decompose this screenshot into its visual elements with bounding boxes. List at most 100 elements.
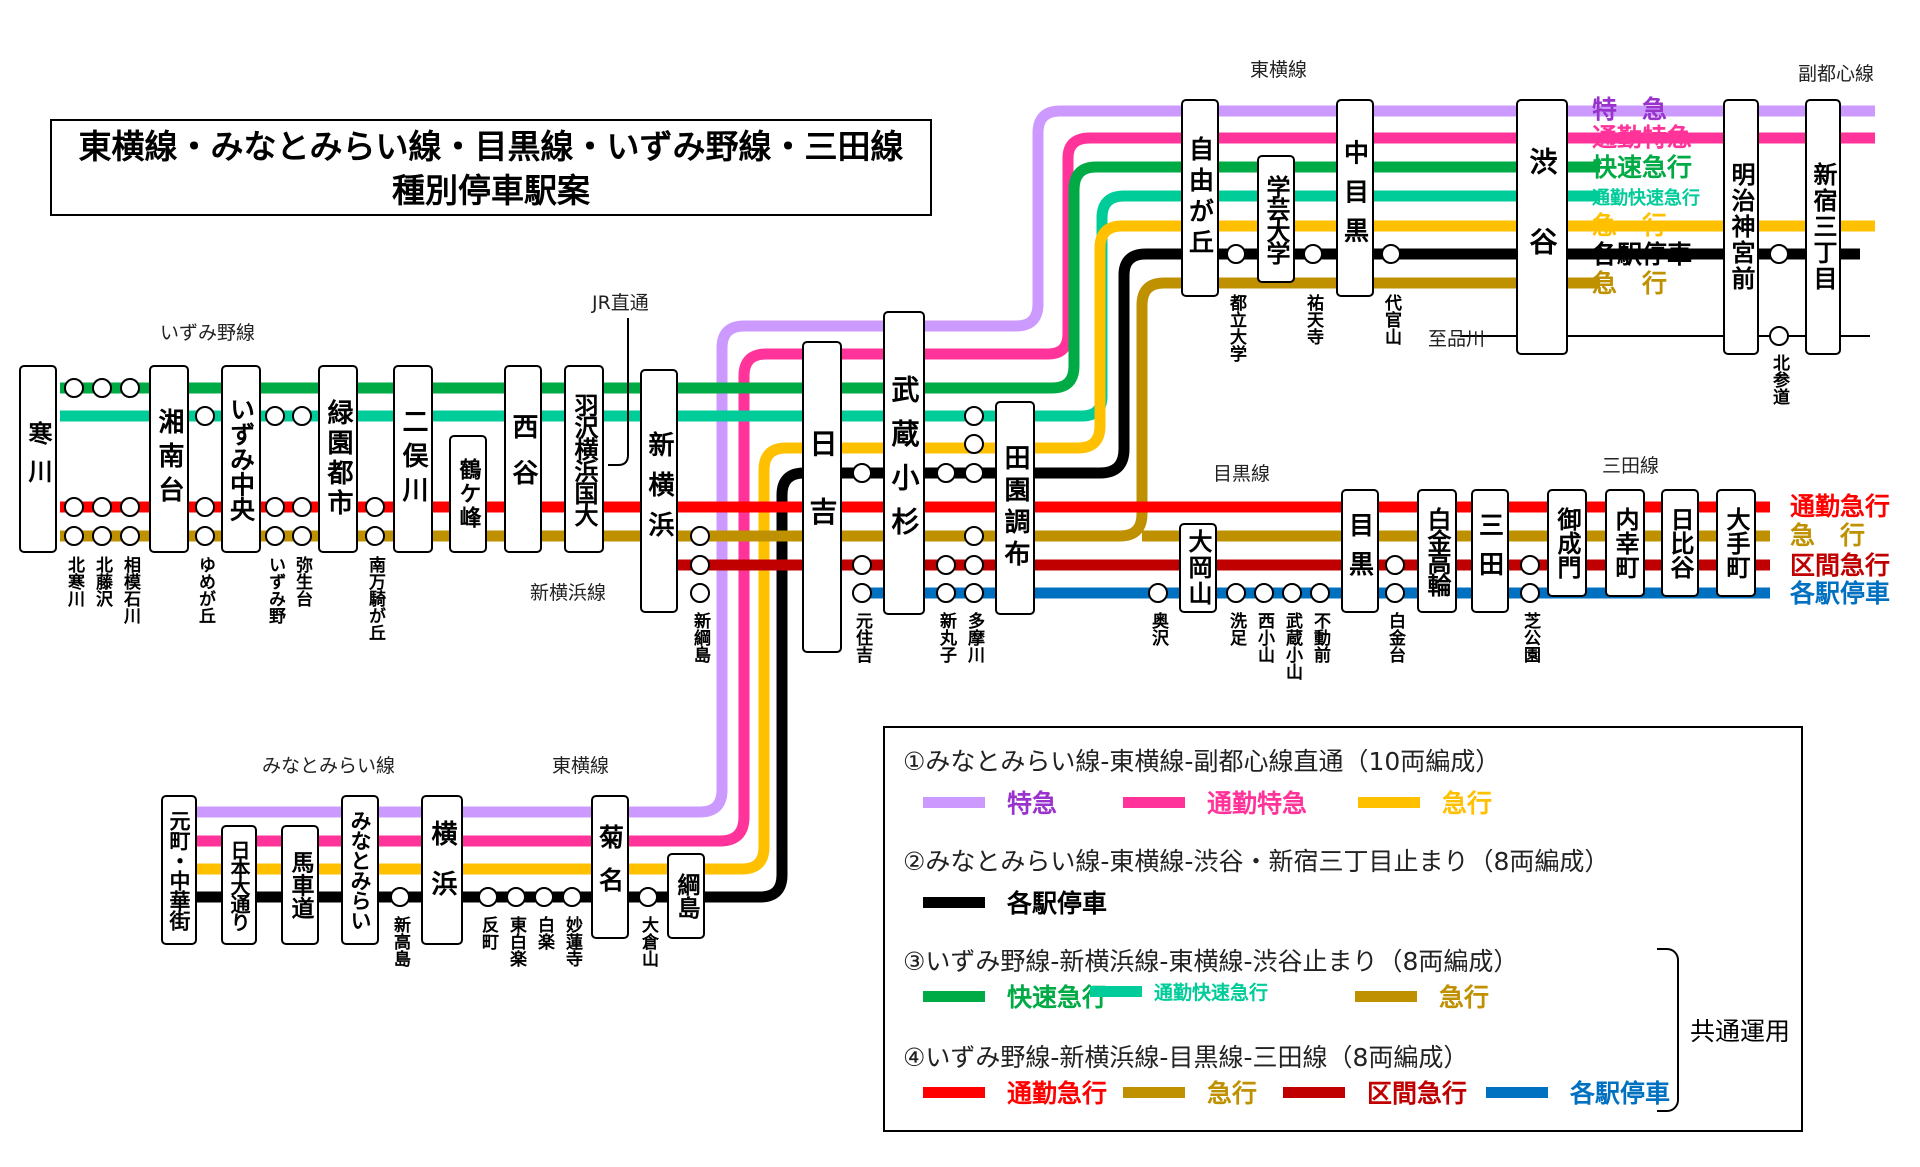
- service-label-local: 各駅停車: [1591, 240, 1692, 269]
- minor-station-name: 妙蓮寺: [562, 915, 583, 967]
- station-name: 新横浜: [644, 430, 674, 551]
- station-name: 緑園都市: [323, 398, 354, 519]
- stop-dot: [964, 434, 984, 454]
- station-name: 内幸町: [1611, 507, 1639, 579]
- minor-station-name: 相模石川: [120, 555, 142, 625]
- legend-item-local-blue: 各駅停車: [1486, 1074, 1670, 1110]
- station-name: いずみ中央: [227, 397, 256, 523]
- service-label-limited-express: 特 急: [1592, 95, 1667, 124]
- stop-dot: [195, 497, 215, 517]
- stop-dot: [390, 887, 410, 907]
- station-name: 綱島: [673, 872, 701, 919]
- station-name: 元町・中華街: [167, 810, 192, 932]
- stop-dot: [1254, 583, 1274, 603]
- station-box: [1716, 489, 1756, 597]
- station-box: [19, 365, 57, 553]
- stop-dot: [64, 378, 84, 398]
- minor-station-name: 代官山: [1381, 293, 1403, 346]
- minor-station-name: 東白楽: [506, 915, 527, 968]
- station-name: 明治神宮前: [1727, 162, 1755, 292]
- minor-station-name: 武蔵小山: [1282, 611, 1303, 681]
- station-box: [1723, 99, 1759, 355]
- service-label-rapid-express: 快速急行: [1592, 153, 1692, 182]
- station-box: [393, 365, 433, 553]
- stop-dot: [1303, 244, 1323, 264]
- station-name: 日本大通り: [227, 840, 251, 932]
- minor-station-name: 反町: [478, 916, 499, 951]
- station-box: [883, 311, 925, 615]
- stop-dot: [936, 583, 956, 603]
- minor-station-name: 北参道: [1769, 354, 1790, 405]
- minor-station-name: 元住吉: [852, 612, 873, 664]
- jr-through-connector: [608, 318, 629, 466]
- stop-dot: [964, 406, 984, 426]
- legend-item-limited-express: 特急: [923, 784, 1057, 820]
- stop-dot: [265, 526, 285, 546]
- station-name: 大手町: [1722, 507, 1750, 579]
- stop-dot: [92, 497, 112, 517]
- line-label-meguro: 目黒線: [1213, 463, 1270, 485]
- minor-station-name: 芝公園: [1520, 611, 1541, 664]
- legend-group-2-head: ②みなとみらい線-東横線-渋谷・新宿三丁目止まり（8両編成）: [903, 847, 1610, 876]
- service-label-commuter-express: 通勤急行: [1790, 492, 1890, 521]
- legend-group-3-head: ③いずみ野線-新横浜線-東横線-渋谷止まり（8両編成）: [903, 947, 1519, 976]
- stop-dot: [64, 497, 84, 517]
- station-name: 日吉: [806, 429, 839, 565]
- station-box: [449, 435, 487, 553]
- station-box: [591, 795, 629, 939]
- station-name: 白金高輪: [1423, 506, 1452, 597]
- stop-dot: [1769, 244, 1789, 264]
- line-label-minatomirai: みなとみらい線: [262, 755, 395, 777]
- stop-dot: [292, 406, 312, 426]
- stop-dot: [1148, 583, 1168, 603]
- station-box: [341, 795, 379, 945]
- stop-dot: [1226, 583, 1246, 603]
- stop-dot: [265, 406, 285, 426]
- stop-dot: [92, 378, 112, 398]
- line-label-toyoko-bottom: 東横線: [552, 755, 609, 777]
- minor-station-name: 北寒川: [64, 556, 86, 608]
- station-name: 湘南台: [154, 408, 184, 510]
- legend-item-local-toyoko: 各駅停車: [923, 884, 1107, 920]
- stop-dot: [936, 463, 956, 483]
- minor-station-name: 不動前: [1310, 612, 1331, 664]
- stop-dot: [1385, 555, 1405, 575]
- station-name: 学芸大学: [1262, 174, 1290, 266]
- minor-station-name: 南万騎が丘: [365, 555, 387, 641]
- stop-dot: [690, 526, 710, 546]
- station-box: [564, 365, 604, 553]
- stop-dot: [1385, 583, 1405, 603]
- line-label-shin-yokohama: 新横浜線: [530, 582, 606, 604]
- title-line-2: 種別停車駅案: [392, 171, 590, 210]
- stop-dot: [964, 583, 984, 603]
- stop-dot: [562, 887, 582, 907]
- service-label-commuter-limited-express: 通勤特急: [1592, 123, 1692, 152]
- stop-dot: [292, 497, 312, 517]
- station-box: [1336, 99, 1374, 297]
- stop-dot: [1520, 555, 1540, 575]
- station-box: [504, 365, 542, 553]
- route-express: [195, 220, 1875, 875]
- stop-dot: [1226, 244, 1246, 264]
- minor-station-name: 祐天寺: [1303, 293, 1324, 345]
- station-box: [1605, 489, 1645, 597]
- station-name: 田園調布: [1000, 444, 1030, 572]
- service-label-section-express: 区間急行: [1790, 551, 1890, 580]
- route-rapid-express: [60, 161, 1600, 394]
- legend-item-section-express: 区間急行: [1283, 1074, 1467, 1110]
- stop-dot: [1310, 583, 1330, 603]
- stop-dot: [1381, 244, 1401, 264]
- station-name: 武蔵小杉: [888, 375, 921, 551]
- station-box: [1181, 99, 1219, 297]
- line-label-izumino: いずみ野線: [160, 322, 255, 344]
- legend-item-express-izumino: 急行: [1355, 978, 1489, 1014]
- station-name: 横浜: [427, 820, 457, 920]
- line-label-mita: 三田線: [1602, 455, 1659, 477]
- stop-dot: [690, 583, 710, 603]
- stop-dot: [92, 526, 112, 546]
- line-label-to-shinagawa: 至品川: [1428, 328, 1485, 350]
- station-name: 鶴ケ峰: [456, 457, 482, 530]
- minor-station-name: いずみ野: [265, 556, 286, 625]
- station-name: 二俣川: [398, 408, 428, 510]
